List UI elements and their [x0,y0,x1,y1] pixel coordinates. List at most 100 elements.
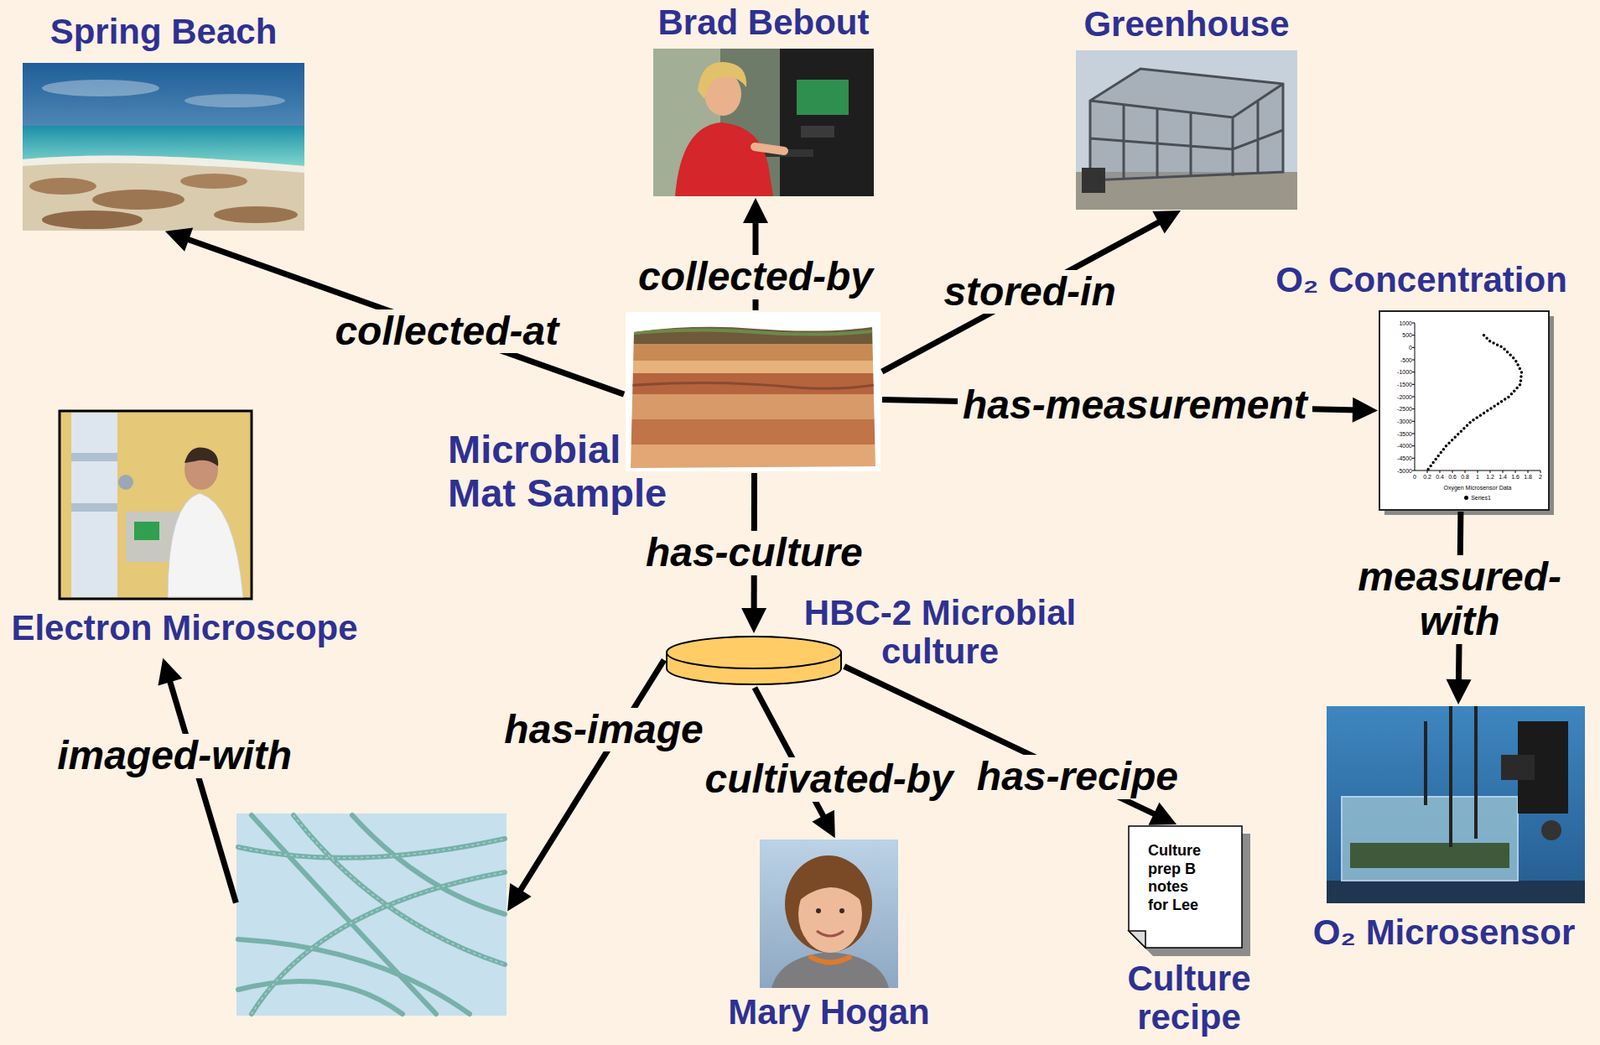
fringe [798,875,863,902]
note-text: Culture prep B notes for Lee [1148,841,1209,915]
micromanipulator [1501,754,1535,780]
axis-tick-label: -500 [1400,357,1413,364]
rock [213,206,298,224]
arrow-head [1352,397,1378,423]
rack-panel [800,125,835,138]
axis-tick-label: -3500 [1397,431,1413,437]
microscope-column [71,412,118,598]
data-points [1427,335,1523,471]
chart-axes [1414,322,1541,471]
person-photo [759,839,899,988]
node-caption: Electron Microscope [6,608,363,648]
node-caption: Microbial Mat Sample [447,427,679,515]
collar [809,955,852,963]
filament [352,815,505,915]
column-band [71,452,118,462]
relation-label: has-measurement [957,383,1313,428]
arrow-shaft [518,659,665,894]
layer [625,444,881,470]
photo-node: Microbial Mat Sample [625,311,881,472]
arrow-head [1446,679,1472,705]
face [798,875,863,953]
node-caption: O₂ Concentration [1257,260,1585,300]
chart-legend: Series1 [1464,493,1491,501]
mat-layers [625,318,881,470]
arrow-head [811,810,835,839]
microscope-photo [59,410,252,599]
relation-label: collected-by [633,254,878,300]
rock [41,210,143,229]
arrow-head [741,607,767,634]
axis-tick-label: 0.2 [1423,473,1432,480]
arrow-head [742,197,769,224]
layer-line [625,382,881,389]
culture-node: HBC-2 Microbial culture [664,634,843,686]
relation-label: has-recipe [971,754,1184,800]
column-band [71,503,118,512]
red-shirt [675,122,774,197]
layer [625,373,881,395]
photo-node [236,813,507,1016]
document-page [1128,825,1242,948]
filament-cells [238,815,505,1014]
line-chart [1379,311,1554,515]
knob [118,474,134,490]
cell-line [293,815,505,965]
lab-photo [1326,706,1585,904]
layer [625,343,881,361]
eye [839,908,845,914]
arrow-head [507,883,532,911]
greenhouse-frame [1090,68,1284,181]
chart-title: Oxygen Microsensor Data [1444,484,1512,491]
axis-tick-label: -4000 [1397,442,1413,449]
axis-tick-label: 0.6 [1448,473,1457,480]
axis-tick-label: -5000 [1397,467,1413,474]
screen [134,521,160,541]
axis-tick-label: 0.8 [1460,473,1470,480]
micrograph [236,813,507,1016]
filaments [238,815,505,1014]
sky [1075,50,1298,210]
photo-node: Greenhouse [1075,50,1298,210]
beach-photo [22,62,305,231]
relation-arrow [882,210,1181,372]
relation-label: stored-in [938,270,1121,315]
background [59,410,252,599]
document-fold [1128,930,1146,948]
arrow-head [165,228,193,252]
node-caption: Culture recipe [1122,959,1257,1037]
photo-node: Spring Beach [22,62,305,231]
axis-tick-label: 1.4 [1498,473,1507,480]
relation-label: measured-with [1341,555,1579,645]
axis-tick-label: 1.8 [1523,473,1533,480]
filament [251,815,437,1014]
layer [625,419,881,445]
axis-tick-label: -3000 [1397,418,1413,425]
document-node: Culture prep B notes for LeeCulture reci… [1127,825,1251,956]
legend-marker [1464,495,1469,500]
axis-tick-label: 0 [1412,473,1417,480]
person-photo [653,48,874,197]
equipment-rack [779,48,874,197]
chart-frame [1379,311,1549,510]
legend-text: Series1 [1470,494,1491,501]
arrow-shaft [184,238,625,395]
rock [92,189,185,210]
axis-tick-label: 0 [1408,344,1413,351]
background [653,48,874,197]
arrow-head [158,658,183,686]
node-caption: Greenhouse [1060,5,1313,44]
relation-label: collected-at [329,309,564,354]
cloud [41,79,160,97]
arm [754,146,785,151]
green-layer [625,329,881,334]
rock [29,177,97,195]
background [759,839,899,988]
smile [816,930,844,936]
mat-photo [625,311,881,472]
shirt [771,951,889,988]
lab-coat [167,493,244,598]
bucket [1081,167,1106,193]
layer [625,360,881,374]
